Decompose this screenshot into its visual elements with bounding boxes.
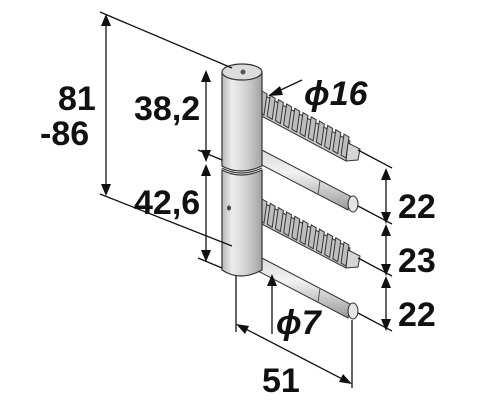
thread-ridge (283, 103, 293, 129)
overall-height-min-label: 81 (58, 80, 96, 118)
thread-ridge (315, 120, 325, 146)
upper-section-label: 38,2 (134, 90, 200, 128)
barrel-upper (221, 63, 263, 172)
overall-height-max-label: -86 (40, 115, 89, 153)
lower-section-label: 42,6 (134, 184, 200, 222)
hinge-body (221, 63, 361, 320)
lower-threaded-screw (253, 198, 361, 269)
upper-threaded-screw (253, 90, 361, 162)
thread-ridge (307, 115, 317, 142)
width-label: 51 (262, 362, 300, 400)
thread-ridge (283, 211, 293, 237)
thread-ridge (266, 202, 276, 229)
thread-ridge (324, 124, 334, 151)
thread-ridge (332, 236, 342, 263)
upper-diameter-label: ϕ16 (304, 75, 369, 113)
thread-ridge (299, 111, 309, 138)
dimension-labels: 81 -86 38,2 42,6 ϕ16 ϕ7 22 23 22 51 (40, 75, 436, 400)
thread-ridge (274, 206, 284, 233)
thread-ridge (266, 94, 276, 121)
thread-ridge (307, 223, 317, 250)
thread-ridge (299, 219, 309, 246)
barrel-lower (221, 167, 263, 277)
thread-ridge (291, 107, 301, 134)
spacing-bottom-label: 22 (398, 296, 436, 334)
thread-ridge (291, 215, 301, 242)
thread-ridge (332, 128, 342, 155)
thread-ridge (315, 228, 325, 254)
thread-ridge (324, 232, 334, 259)
lower-diameter-label: ϕ7 (276, 304, 323, 342)
dimension-lines (99, 11, 393, 388)
spacing-top-label: 22 (398, 188, 436, 226)
spacing-middle-label: 23 (398, 242, 436, 280)
width-dim-line (237, 324, 351, 384)
thread-ridge (274, 98, 284, 125)
